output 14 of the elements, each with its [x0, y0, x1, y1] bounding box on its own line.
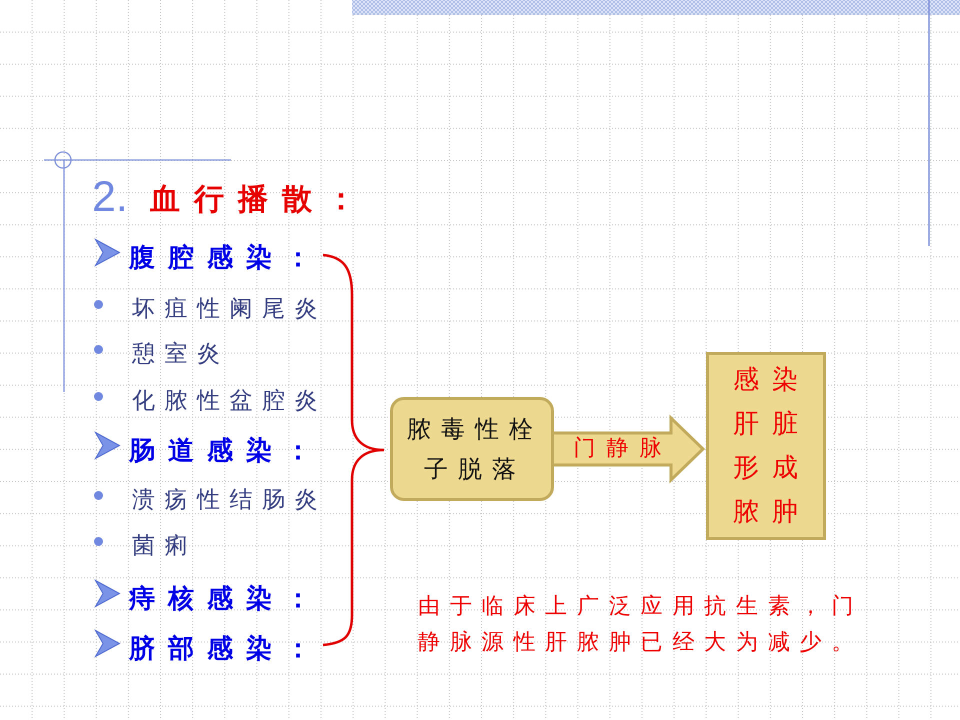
list-item: 憩室炎 — [132, 340, 230, 369]
list-heading: 痔核感染： — [129, 583, 324, 616]
list-item: 菌痢 — [132, 532, 197, 561]
list-heading: 腹腔感染： — [129, 242, 324, 275]
list-item: 溃疡性结肠炎 — [132, 486, 327, 515]
note-text: 由于临床上广泛应用抗生素，门静脉源性肝脓肿已经大为减少。 — [418, 593, 864, 657]
list-number: 2. — [92, 176, 128, 219]
process-box: 脓毒性栓子脱落 — [390, 397, 554, 501]
list-heading: 肠道感染： — [129, 435, 324, 468]
list-item: 化脓性盆腔炎 — [132, 387, 327, 416]
slide-title: 血行播散： — [150, 182, 370, 218]
list-heading: 脐部感染： — [129, 633, 324, 666]
result-box: 感染肝脏形成脓肿 — [706, 352, 826, 540]
list-item: 坏疽性阑尾炎 — [132, 295, 327, 324]
